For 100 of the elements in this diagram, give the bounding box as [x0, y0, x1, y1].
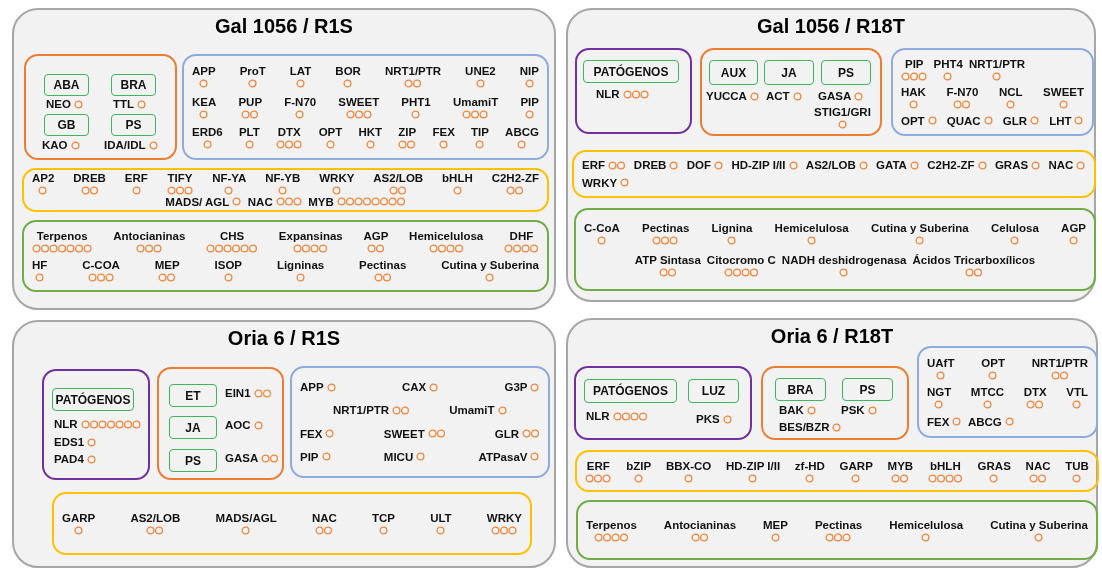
- gene-label: GLR: [494, 427, 519, 440]
- gene-label: KEA: [192, 95, 217, 108]
- gene-label: Cutina y Suberina: [441, 259, 539, 271]
- gene-label: Hemicelulosa: [409, 230, 484, 242]
- label-box: PS: [111, 114, 156, 136]
- gene-label: C2H2-ZF: [927, 159, 975, 172]
- gene-label: WRKY: [582, 176, 618, 189]
- gene-label: zf-HD: [794, 459, 825, 472]
- gene-label: MEP: [763, 518, 788, 531]
- gene-label: LHT: [1049, 114, 1072, 127]
- group-box: [575, 450, 1099, 492]
- gene-label: WRKY: [319, 172, 355, 185]
- gene-label: PHT1: [401, 95, 431, 108]
- group-box: [22, 168, 549, 212]
- gene-label: YUCCA: [706, 90, 747, 102]
- gene-label: NF-YA: [212, 172, 247, 185]
- gene-label: DREB: [73, 172, 106, 185]
- label-box: JA: [169, 416, 217, 439]
- gene-label: UAfT: [927, 356, 955, 369]
- gene-label: AGP: [1061, 221, 1086, 234]
- gene-label: SWEET: [383, 427, 425, 440]
- gene-label: TUB: [1065, 459, 1089, 472]
- gene-label: NLR: [596, 88, 620, 100]
- gene-label: AOC: [225, 419, 251, 431]
- label-box: PS: [821, 60, 871, 85]
- gene-label: NIP: [519, 65, 539, 78]
- gene-label: TIFY: [167, 172, 193, 185]
- gene-label: TTL: [113, 98, 135, 110]
- gene-label: Pectinas: [814, 518, 863, 531]
- gene-label: DTX: [277, 125, 301, 138]
- group-box: [52, 492, 532, 555]
- gene-label: C-CoA: [584, 221, 620, 234]
- gene-label: PKS: [696, 413, 720, 425]
- gene-label: DTX: [1023, 386, 1047, 398]
- gene-label: C-COA: [82, 259, 120, 271]
- gene-label: Terpenos: [36, 230, 88, 242]
- gene-label: AS2/LOB: [130, 512, 181, 524]
- gene-label: UmamiT: [449, 404, 495, 417]
- group-box: [42, 369, 150, 480]
- gene-label: Lignina: [711, 221, 753, 234]
- gene-label: Antocianinas: [663, 518, 737, 531]
- gene-label: ERD6: [192, 125, 223, 138]
- gene-label: MTCC: [970, 386, 1005, 398]
- gene-label: Hemicelulosa: [889, 518, 964, 531]
- gene-label: LAT: [289, 65, 312, 78]
- gene-label: MYB: [308, 195, 334, 208]
- gene-label: NLR: [54, 418, 78, 430]
- gene-label: GASA: [818, 90, 852, 102]
- gene-label: CHS: [220, 230, 245, 242]
- gene-label: BAK: [779, 404, 804, 416]
- label-box: PATÓGENOS: [52, 388, 134, 411]
- gene-label: Cutina y Suberina: [990, 518, 1088, 531]
- gene-label: NRT1/PTR: [332, 404, 390, 417]
- gene-label: NAC: [311, 512, 337, 524]
- label-box: PS: [169, 449, 217, 472]
- gene-label: Ligninas: [276, 259, 325, 271]
- gene-label: DREB: [633, 159, 667, 172]
- gene-label: DHF: [509, 230, 534, 242]
- label-box: PS: [842, 378, 893, 401]
- gene-label: NRT1/PTR: [384, 65, 442, 78]
- gene-label: BBX-CO: [665, 459, 712, 472]
- gene-label: NRT1/PTR: [1031, 356, 1088, 369]
- gene-label: Citocromo C: [706, 254, 776, 267]
- gene-label: Pectinas: [359, 259, 407, 271]
- gene-label: PHT4: [933, 57, 963, 70]
- gene-label: ULT: [430, 512, 452, 524]
- gene-label: UmamiT: [452, 95, 499, 108]
- gene-label: Hemicelulosa: [774, 221, 849, 234]
- gene-label: AGP: [363, 230, 389, 242]
- gene-label: ProT: [239, 65, 266, 78]
- gene-label: EDS1: [54, 436, 85, 448]
- gene-label: NRT1/PTR: [968, 57, 1026, 70]
- gene-label: ATPasaV: [478, 450, 528, 463]
- gene-label: OPT: [981, 356, 1005, 369]
- gene-label: MEP: [154, 259, 180, 271]
- gene-label: ACT: [766, 90, 790, 102]
- gene-label: NAC: [1025, 459, 1051, 472]
- gene-label: APP: [300, 381, 324, 394]
- panel-title: Oria 6 / R1S: [227, 327, 341, 350]
- gene-label: bHLH: [442, 172, 473, 185]
- gene-label: NAC: [1048, 159, 1074, 172]
- gene-label: MICU: [383, 450, 414, 463]
- gene-label: NGT: [927, 386, 952, 398]
- gene-label: BOR: [335, 65, 361, 78]
- gene-label: UNE2: [465, 65, 496, 78]
- gene-label: ISOP: [214, 259, 243, 271]
- gene-label: DOF: [686, 159, 712, 172]
- gene-label: MADS/AGL: [215, 512, 277, 524]
- group-box: [576, 500, 1098, 560]
- group-box: [700, 48, 882, 136]
- gene-label: NADH deshidrogenasa: [781, 254, 907, 267]
- gene-label: CAX: [401, 381, 427, 394]
- label-box: GB: [44, 114, 89, 136]
- panel-card: [12, 8, 556, 310]
- gene-label: ERF: [124, 172, 148, 185]
- gene-label: WRKY: [486, 512, 522, 524]
- gene-label: NCL: [998, 86, 1023, 98]
- gene-label: Ácidos Tricarboxílicos: [912, 254, 1036, 267]
- gene-label: Antocianinas: [113, 230, 186, 242]
- panel-title: Gal 1056 / R18T: [757, 15, 905, 38]
